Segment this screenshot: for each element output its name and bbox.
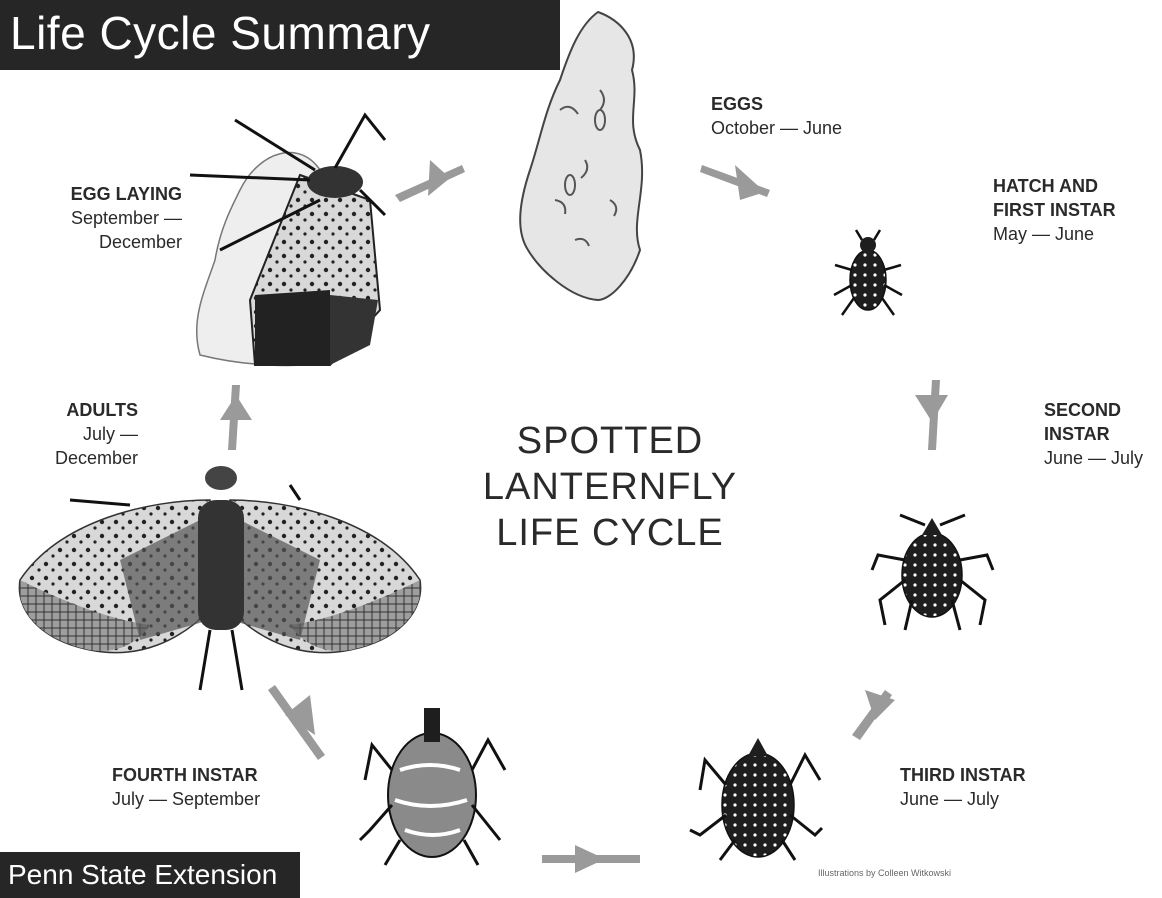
diagram-center-title: SPOTTED LANTERNFLY LIFE CYCLE bbox=[450, 418, 770, 556]
stage-name: THIRD INSTAR bbox=[900, 763, 1026, 787]
arrow-hatch-to-second-head bbox=[915, 395, 948, 422]
fourth-instar-nymph-illustration bbox=[360, 708, 505, 865]
illustration-credit: Illustrations by Colleen Witkowski bbox=[818, 868, 951, 878]
center-title-text: SPOTTED LANTERNFLY LIFE CYCLE bbox=[483, 420, 737, 554]
stage-name: HATCH AND FIRST INSTAR bbox=[993, 174, 1116, 222]
arrow-egglaying-to-eggs-head bbox=[428, 160, 450, 196]
second-instar-nymph-illustration bbox=[872, 515, 993, 630]
stage-name: EGG LAYING bbox=[30, 182, 182, 206]
egg-laying-adult-illustration bbox=[190, 115, 385, 365]
first-instar-nymph-illustration bbox=[834, 230, 902, 315]
stage-dates: September — December bbox=[30, 206, 182, 254]
arrow-adults-to-egglaying-head bbox=[220, 395, 252, 420]
stage-second-instar: SECOND INSTAR June — July bbox=[1044, 398, 1143, 470]
stage-fourth-instar: FOURTH INSTAR July — September bbox=[112, 763, 260, 811]
stage-dates: May — June bbox=[993, 222, 1116, 246]
stage-egg-laying: EGG LAYING September — December bbox=[30, 182, 182, 254]
arrow-eggs-to-hatch-head bbox=[735, 165, 765, 200]
stage-dates: June — July bbox=[900, 787, 1026, 811]
stage-name: EGGS bbox=[711, 92, 842, 116]
egg-mass-illustration bbox=[520, 12, 642, 300]
stage-dates: July — September bbox=[112, 787, 260, 811]
arrow-third-to-fourth-head bbox=[575, 845, 605, 873]
stage-name: SECOND INSTAR bbox=[1044, 398, 1143, 446]
stage-dates: July — December bbox=[40, 422, 138, 470]
stage-name: FOURTH INSTAR bbox=[112, 763, 260, 787]
adult-illustration bbox=[19, 466, 420, 690]
stage-dates: October — June bbox=[711, 116, 842, 140]
third-instar-nymph-illustration bbox=[690, 738, 822, 860]
stage-dates: June — July bbox=[1044, 446, 1143, 470]
stage-eggs: EGGS October — June bbox=[711, 92, 842, 140]
stage-adults: ADULTS July — December bbox=[40, 398, 138, 470]
stage-third-instar: THIRD INSTAR June — July bbox=[900, 763, 1026, 811]
stage-name: ADULTS bbox=[40, 398, 138, 422]
stage-hatch-first-instar: HATCH AND FIRST INSTAR May — June bbox=[993, 174, 1116, 246]
